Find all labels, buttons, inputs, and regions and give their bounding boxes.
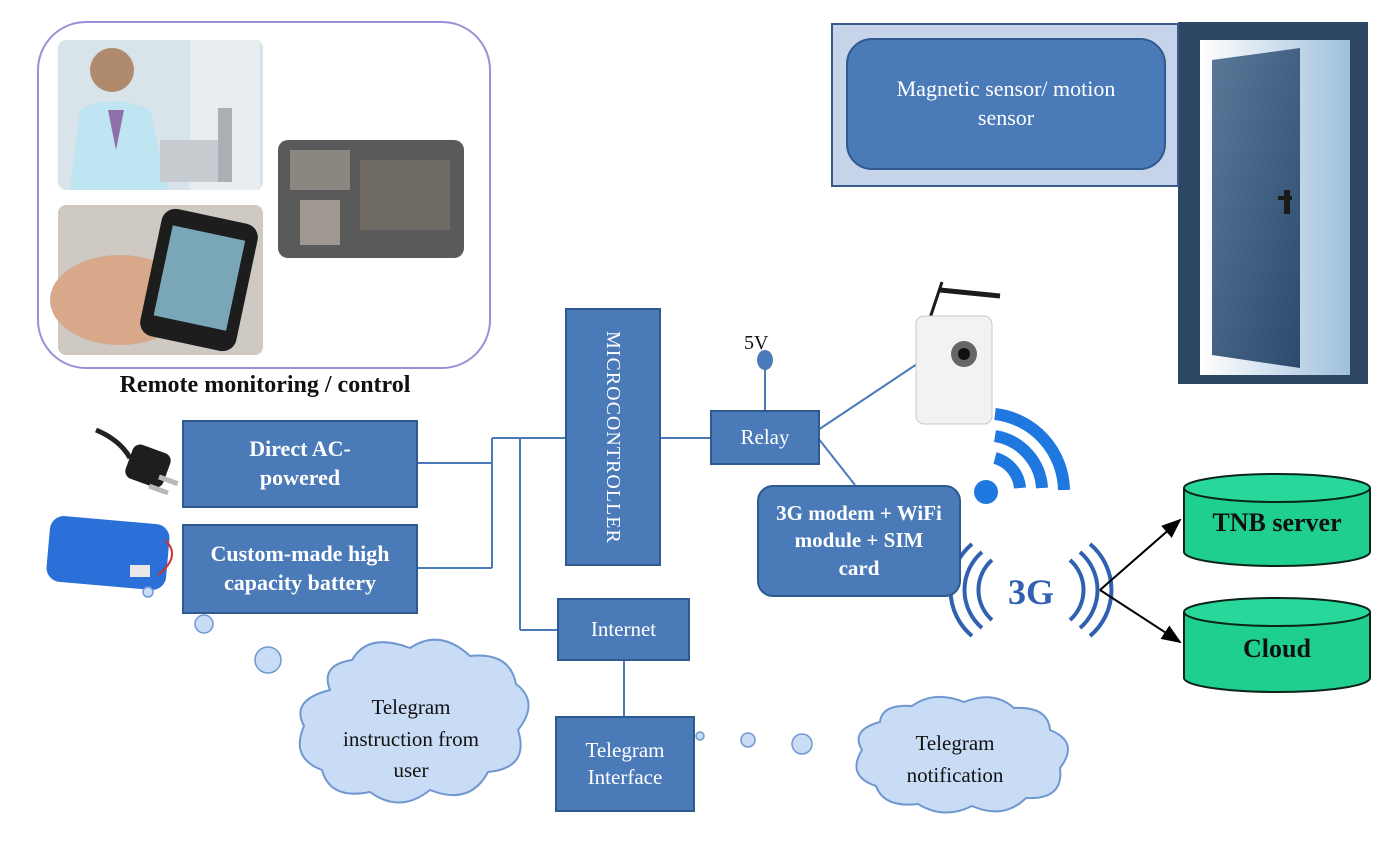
- power-wiring: [418, 361, 921, 716]
- remote-caption: Remote monitoring / control: [119, 372, 411, 398]
- door-image: [1178, 22, 1368, 384]
- tnb-server-label: TNB server: [1212, 508, 1342, 537]
- notification-cloud-shape: [855, 695, 1069, 814]
- instruction-cloud-text: Telegram instruction from user: [343, 695, 479, 782]
- microcontroller-box[interactable]: MICROCONTROLLER: [565, 308, 661, 566]
- battery-box[interactable]: Custom-made high capacity battery: [182, 524, 418, 614]
- camera-view-photo: [278, 140, 464, 258]
- ac-plug-icon: [95, 427, 179, 496]
- instruction-cloud-shape: [298, 638, 530, 804]
- voltage-label: 5V: [744, 332, 769, 354]
- 3g-label: 3G: [1008, 572, 1054, 612]
- 3g-icon: 3G: [948, 542, 1114, 638]
- laptop-user-photo: [58, 40, 263, 190]
- phone-photo: [50, 205, 263, 355]
- relay-box[interactable]: Relay: [710, 410, 820, 465]
- battery-icon: [46, 516, 173, 590]
- cloud-cylinder[interactable]: [1183, 597, 1371, 693]
- modem-box[interactable]: 3G modem + WiFi module + SIM card: [757, 485, 961, 597]
- ac-power-box[interactable]: Direct AC-powered: [182, 420, 418, 508]
- tnb-server-cylinder[interactable]: [1183, 473, 1371, 567]
- internet-box[interactable]: Internet: [557, 598, 690, 661]
- notification-cloud-text: Telegram notification: [906, 731, 1004, 787]
- terminal-5v: [757, 350, 773, 370]
- storage-arrows: [1099, 518, 1182, 644]
- wifi-icon: [974, 408, 1070, 504]
- thought-dots: [142, 586, 813, 755]
- ip-camera-icon: [915, 281, 1001, 425]
- telegram-interface-box[interactable]: Telegram Interface: [555, 716, 695, 812]
- sensor-box[interactable]: Magnetic sensor/ motion sensor: [846, 38, 1166, 170]
- cloud-label: Cloud: [1243, 634, 1311, 663]
